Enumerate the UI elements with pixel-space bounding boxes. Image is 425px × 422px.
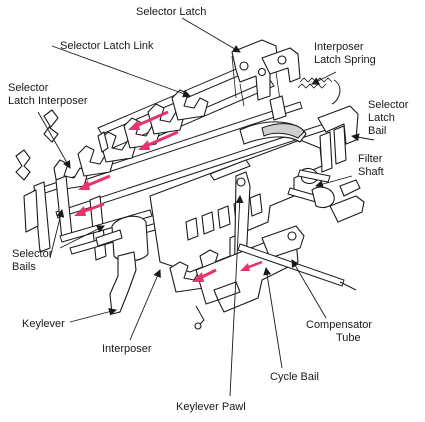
leader-lines [37, 17, 375, 397]
label-interposer: Interposer [102, 343, 152, 355]
leader-interposer [129, 269, 161, 341]
label-selector-latch: Selector Latch [136, 6, 206, 18]
leader-cycle-bail [263, 267, 283, 369]
motion-arrow-2-head [138, 140, 150, 150]
selector-latch [231, 39, 301, 121]
label-interposer-latch-spring-line1: Interposer [314, 41, 364, 53]
label-selector-latch-link: Selector Latch Link [60, 40, 154, 52]
label-selector-bails-line1: Selector [12, 248, 53, 260]
label-selector-latch-bail-line3: Bail [368, 125, 386, 137]
motion-arrows [74, 110, 263, 282]
keylever-part [95, 215, 149, 315]
leader-filter-shaft [315, 175, 353, 188]
cycle-bail-part [194, 225, 305, 330]
leader-interposer-latch-spring [311, 71, 337, 85]
callout-labels: Selector Latch Selector Latch Link Inter… [8, 6, 409, 413]
motion-arrow-6-head [240, 263, 250, 271]
motion-arrow-4 [81, 202, 105, 214]
motion-arrow-1 [135, 110, 169, 128]
interposer-latch-spring [297, 77, 341, 105]
leader-keylever [69, 307, 117, 323]
label-interposer-latch-spring-line2: Latch Spring [314, 54, 376, 66]
label-selector-latch-interposer-line1: Selector [8, 82, 49, 94]
filter-shaft-part [297, 169, 365, 223]
label-compensator-tube-line1: Compensator [306, 319, 372, 331]
label-cycle-bail: Cycle Bail [270, 371, 319, 383]
selector-latch-bail [317, 105, 359, 173]
compensator-tube-part [237, 167, 361, 291]
motion-arrow-3 [85, 174, 111, 188]
motion-arrow-3-head [78, 180, 90, 190]
label-filter-shaft-line2: Shaft [358, 166, 384, 178]
mechanism-assembly [15, 39, 365, 330]
leader-selector-latch-bail [351, 133, 375, 142]
leader-selector-bails-b [49, 209, 65, 259]
label-selector-latch-bail-line2: Latch [368, 112, 395, 124]
label-selector-bails-line2: Bails [12, 261, 36, 273]
label-compensator-tube-line2: Tube [336, 332, 361, 344]
label-selector-latch-interposer-line2: Latch Interposer [8, 95, 88, 107]
motion-arrow-1-head [128, 120, 140, 130]
motion-arrow-2 [145, 130, 179, 148]
leader-selector-latch-link [51, 45, 191, 98]
motion-arrow-5-head [192, 272, 204, 282]
label-selector-latch-bail-line1: Selector [368, 99, 409, 111]
leader-selector-latch [181, 17, 241, 53]
leader-selector-bails-a [59, 225, 105, 249]
label-keylever-pawl: Keylever Pawl [176, 401, 246, 413]
label-keylever: Keylever [22, 318, 65, 330]
leader-compensator-tube [291, 259, 327, 319]
leader-selector-latch-interposer [37, 111, 71, 169]
leader-keylever-pawl [229, 195, 244, 397]
motion-arrow-4-head [74, 206, 86, 216]
label-filter-shaft-line1: Filter [358, 153, 383, 165]
